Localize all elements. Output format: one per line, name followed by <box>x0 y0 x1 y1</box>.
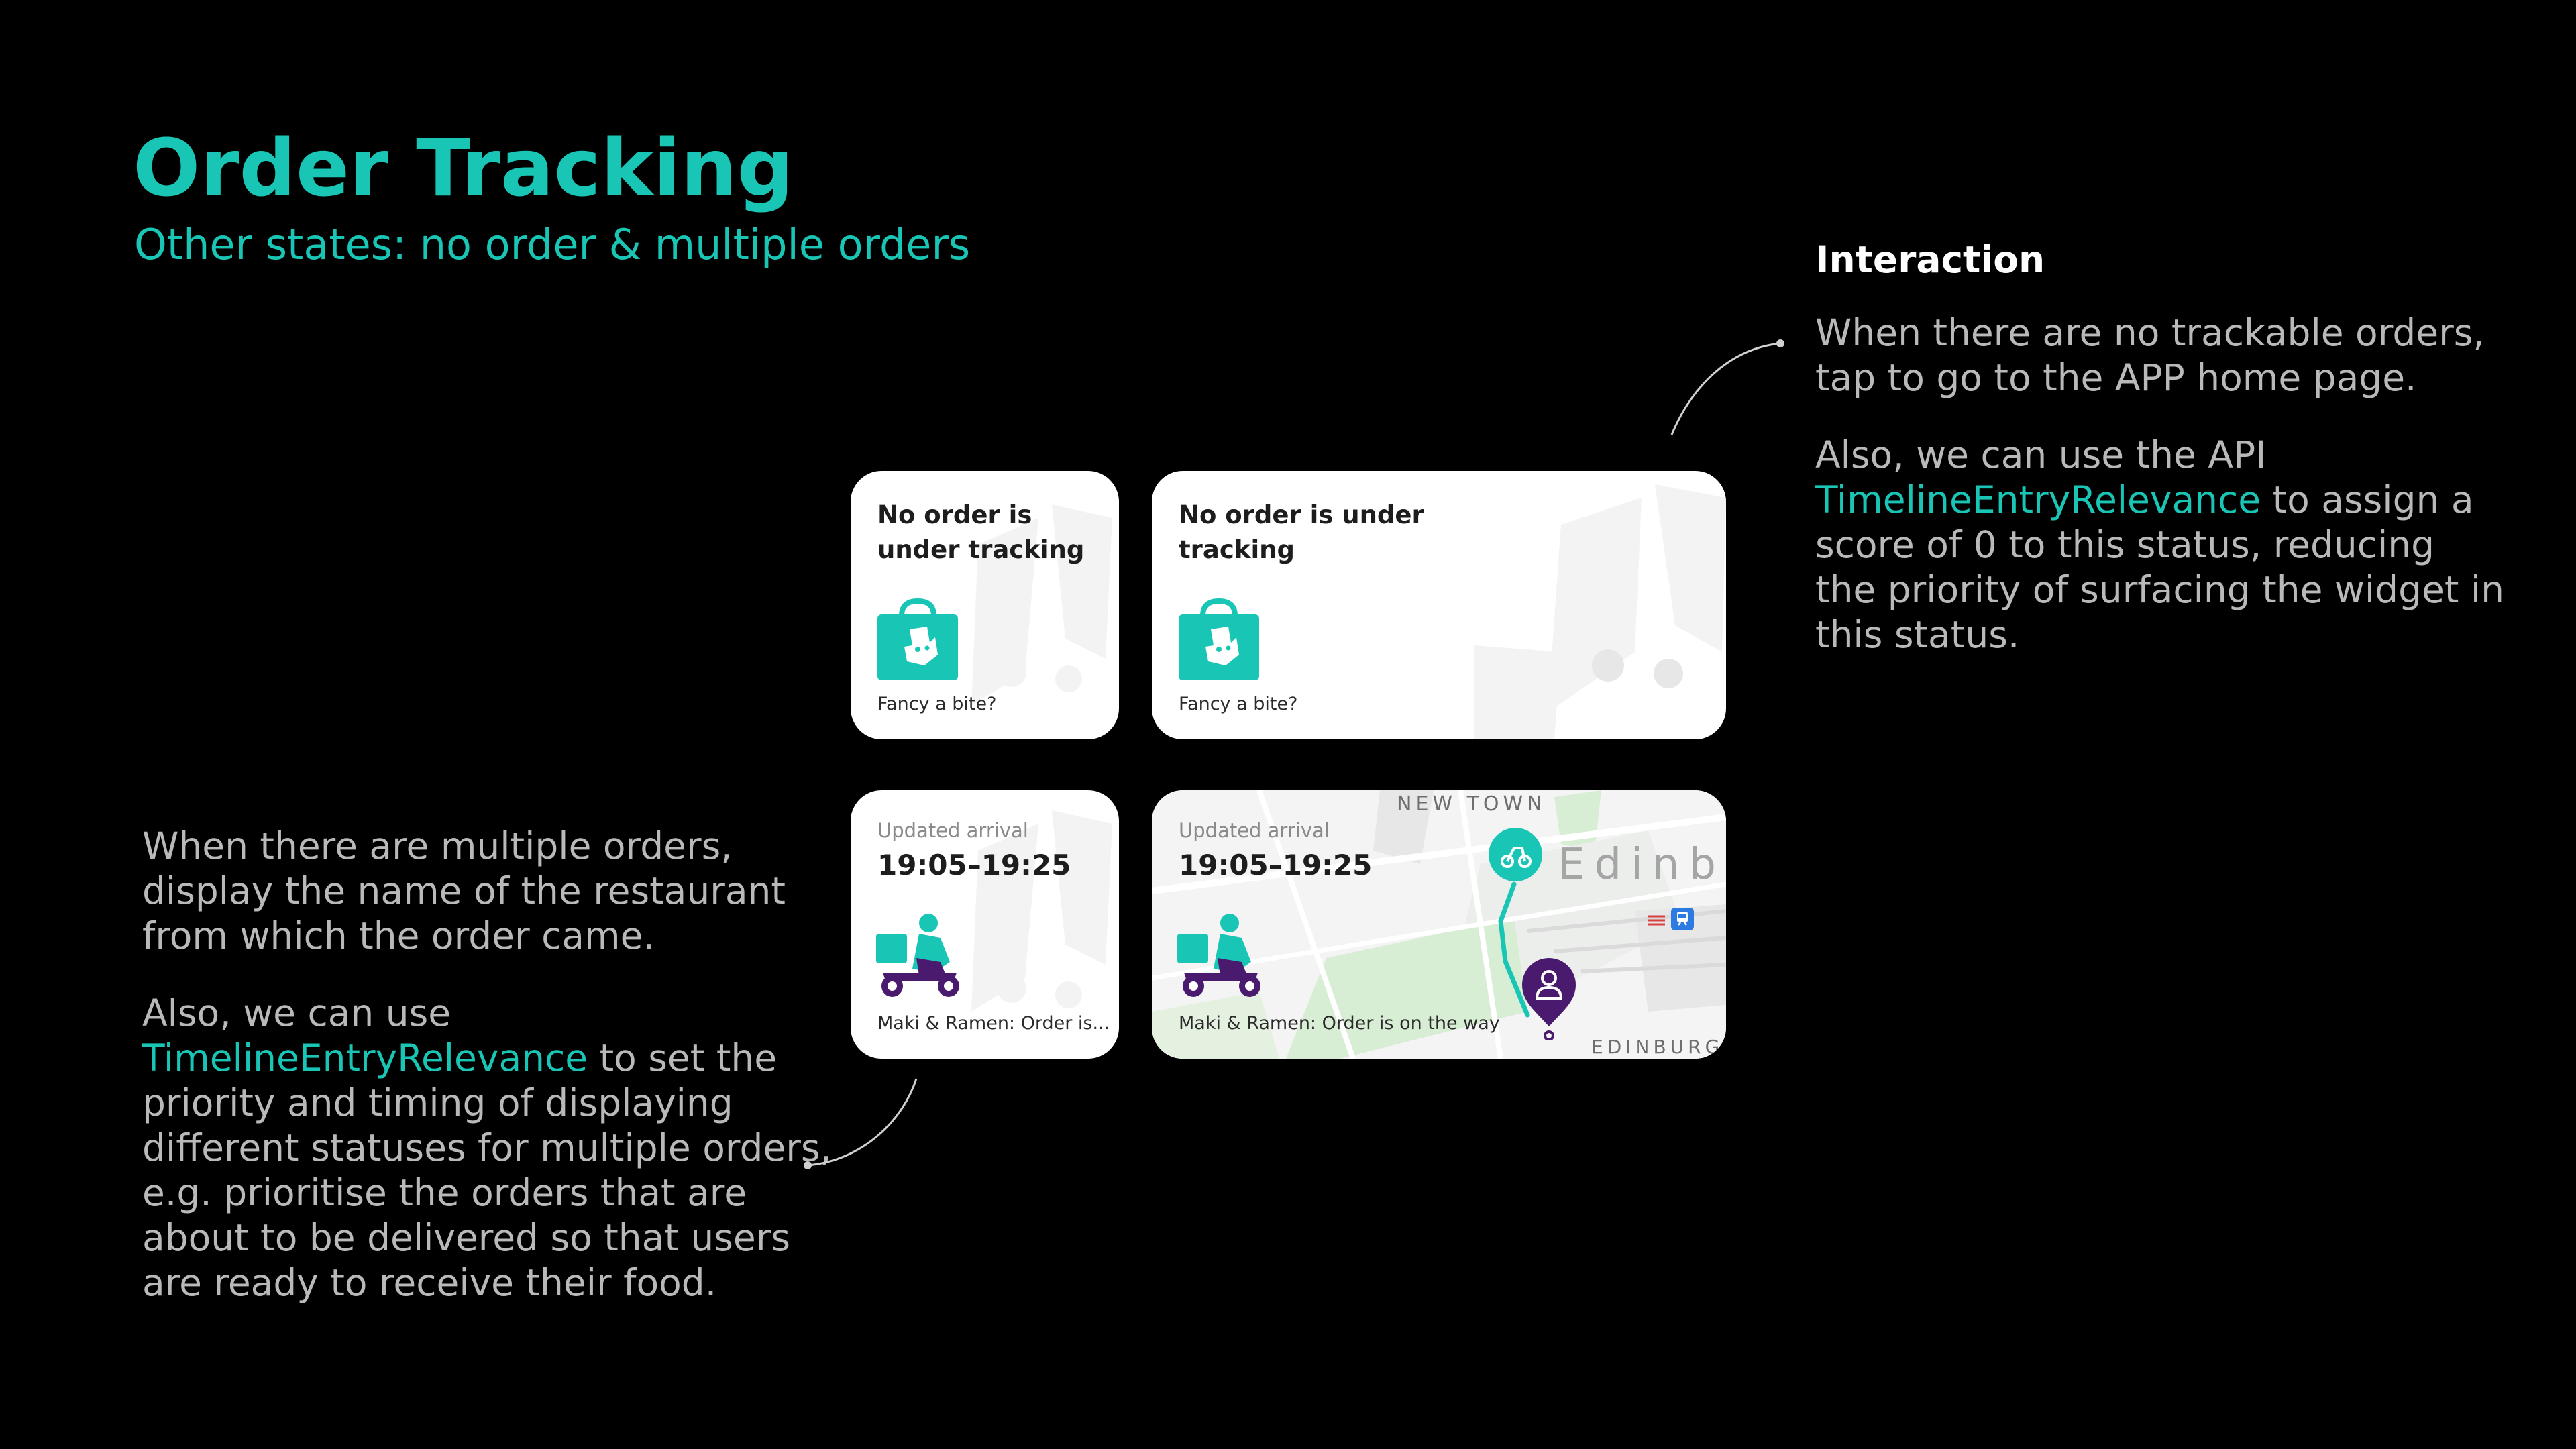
api-name-highlight: TimelineEntryRelevance <box>142 1036 588 1079</box>
updated-arrival-label: Updated arrival <box>1179 819 1330 842</box>
interaction-paragraph-2-suffix: to assign a score of 0 to this status, r… <box>1815 478 2505 656</box>
courier-pin-icon <box>1489 828 1542 881</box>
widget-footer: Fancy a bite? <box>877 694 997 714</box>
arrival-time: 19:05–19:25 <box>1179 849 1373 881</box>
page-subtitle: Other states: no order & multiple orders <box>134 220 971 269</box>
connector-line-top <box>1670 339 1784 435</box>
widget-footer: Maki & Ramen: Order is on the way <box>1179 1013 1500 1034</box>
train-station-icon <box>1671 908 1694 930</box>
widget-footer: Fancy a bite? <box>1179 694 1298 714</box>
interaction-paragraph-2-prefix: Also, we can use the API <box>1815 433 2267 476</box>
delivery-rider-icon <box>876 914 959 997</box>
widget-heading: No order is under tracking <box>877 500 1085 564</box>
map-city-bottom-label: EDINBURG <box>1591 1036 1723 1058</box>
rail-icon <box>1648 915 1665 926</box>
background-watermark <box>971 810 1112 1012</box>
widget-no-order-small[interactable]: No order is under tracking Fancy a bite? <box>851 471 1119 739</box>
interaction-heading: Interaction <box>1815 238 2045 281</box>
deliveroo-bag-icon <box>877 598 958 680</box>
home-pin-icon <box>1522 958 1576 1040</box>
arrival-time: 19:05–19:25 <box>877 849 1071 881</box>
multiple-orders-note: When there are multiple orders, display … <box>142 824 833 1305</box>
background-watermark <box>1474 484 1726 739</box>
deliveroo-bag-icon <box>1179 598 1259 680</box>
delivery-rider-icon <box>1177 914 1260 997</box>
map-district-label: NEW TOWN <box>1397 792 1546 816</box>
multiple-orders-paragraph-2-suffix: to set the priority and timing of displa… <box>142 1036 833 1304</box>
background-watermark <box>971 504 1112 706</box>
widget-multi-order-small[interactable]: Updated arrival 19:05–19:25 Maki & Ramen… <box>851 790 1119 1059</box>
widget-heading: No order is under tracking <box>1179 500 1424 564</box>
multiple-orders-paragraph-2-prefix: Also, we can use <box>142 991 451 1034</box>
interaction-paragraph-1: When there are no trackable orders, tap … <box>1815 311 2485 399</box>
api-name-highlight: TimelineEntryRelevance <box>1815 478 2261 521</box>
widget-footer: Maki & Ramen: Order is... <box>877 1013 1110 1034</box>
updated-arrival-label: Updated arrival <box>877 819 1028 842</box>
map-city-label: Edinb <box>1558 840 1725 890</box>
connector-line-bottom <box>804 1078 918 1169</box>
widget-no-order-medium[interactable]: No order is under tracking Fancy a bite? <box>1152 471 1726 739</box>
page-title: Order Tracking <box>133 121 794 214</box>
multiple-orders-paragraph-1: When there are multiple orders, display … <box>142 824 786 957</box>
interaction-note: Interaction When there are no trackable … <box>1815 237 2506 657</box>
widget-multi-order-medium[interactable]: NEW TOWN Edinb EDINBURG Updated arrival … <box>1152 790 1726 1059</box>
